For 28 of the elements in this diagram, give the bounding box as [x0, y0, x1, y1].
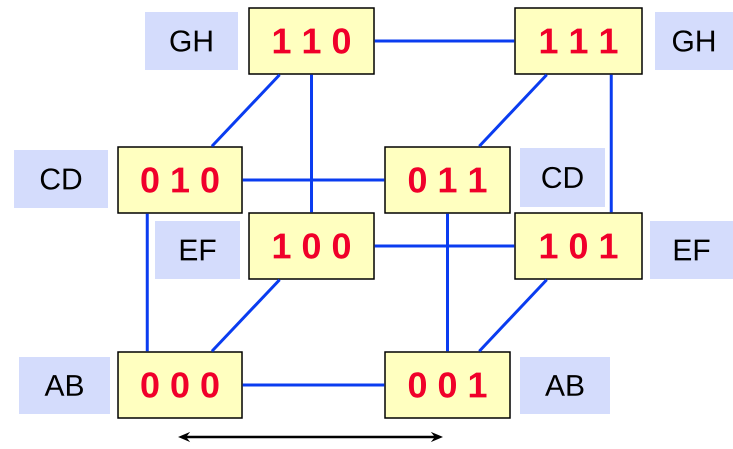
connector-line [310, 74, 313, 212]
connector-line [478, 74, 548, 148]
variable-label: GH [655, 12, 733, 70]
variable-label: EF [155, 221, 240, 279]
connector-line [146, 214, 149, 352]
variable-label: CD [520, 148, 605, 207]
connector-line [374, 40, 514, 42]
connector-line [374, 244, 514, 248]
variable-label: CD [14, 150, 108, 208]
value-box: 1 0 1 [514, 212, 643, 280]
connector-line [210, 74, 281, 148]
value-box: 1 1 1 [514, 7, 643, 75]
connector-line [478, 278, 548, 352]
value-box: 1 1 0 [248, 7, 375, 75]
connector-line [242, 384, 384, 386]
variable-label: GH [145, 12, 238, 70]
connector-line [446, 214, 449, 352]
variable-label: EF [650, 221, 733, 279]
value-box: 0 0 1 [384, 351, 511, 419]
variable-label: AB [19, 357, 110, 414]
value-box: 1 0 0 [248, 212, 375, 280]
connector-line [242, 178, 384, 182]
connector-line [210, 278, 281, 352]
value-box: 0 1 0 [117, 146, 243, 214]
value-box: 0 0 0 [117, 351, 243, 419]
connector-line [610, 74, 613, 212]
variable-label: AB [520, 357, 610, 414]
value-box: 0 1 1 [384, 146, 511, 214]
